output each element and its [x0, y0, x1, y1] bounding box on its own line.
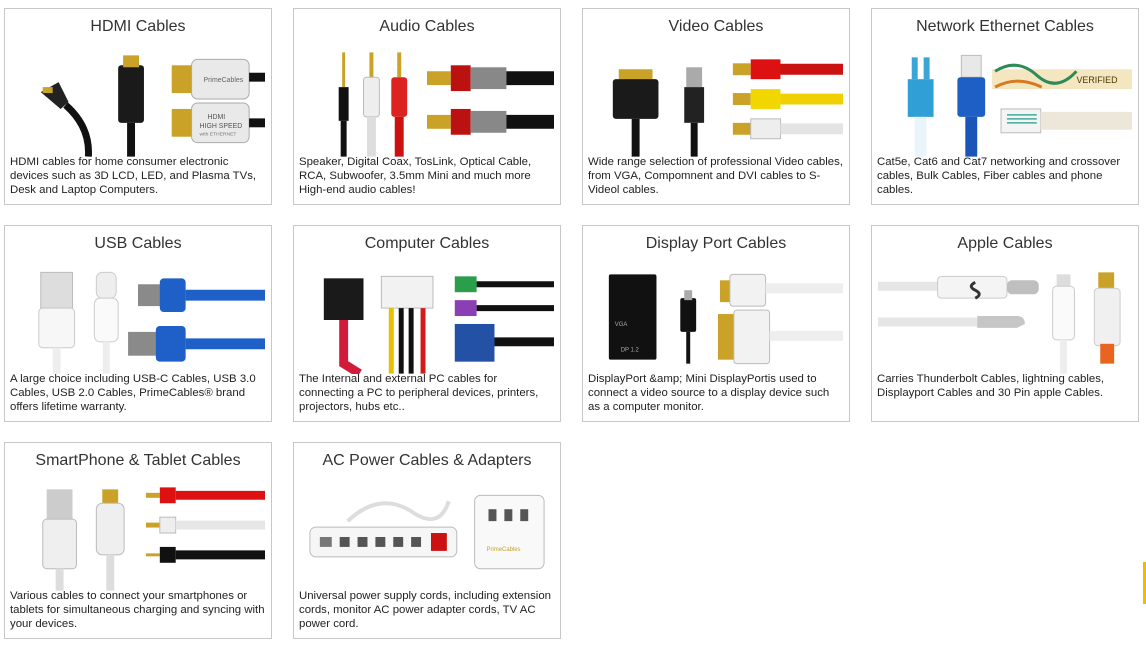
usb-cables-image[interactable]	[11, 264, 265, 374]
hdmi-cables-image[interactable]: PrimeCables HDMI HIGH SPEED with ETHERNE…	[11, 47, 265, 157]
category-description: Universal power supply cords, including …	[299, 590, 551, 630]
category-card-hdmi[interactable]: HDMI Cables PrimeCables HDMI HIGH SPEED …	[4, 8, 272, 205]
ac-power-image[interactable]: PrimeCables	[300, 481, 554, 591]
category-description: HDMI cables for home consumer electronic…	[10, 156, 257, 196]
video-cables-image[interactable]	[589, 47, 843, 157]
category-title[interactable]: Video Cables	[668, 18, 764, 35]
category-card-apple[interactable]: Apple Cables Carries Thunderbolt Cables,…	[871, 225, 1139, 422]
apple-cables-image[interactable]	[878, 264, 1132, 374]
category-title[interactable]: SmartPhone & Tablet Cables	[35, 452, 241, 469]
category-description: Various cables to connect your smartphon…	[10, 590, 265, 630]
category-title[interactable]: HDMI Cables	[90, 18, 186, 35]
network-cables-image[interactable]: VERIFIED	[878, 47, 1132, 157]
category-title[interactable]: AC Power Cables & Adapters	[322, 452, 532, 469]
category-description: Speaker, Digital Coax, TosLink, Optical …	[299, 156, 532, 196]
side-scroll-tab[interactable]	[1143, 562, 1146, 604]
category-card-computer[interactable]: Computer Cables The Internal and externa…	[293, 225, 561, 422]
category-description: Cat5e, Cat6 and Cat7 networking and cros…	[877, 156, 1121, 196]
category-card-video[interactable]: Video Cables Wide range selection of pro…	[582, 8, 850, 205]
computer-cables-image[interactable]	[300, 264, 554, 374]
brand-label: PrimeCables	[203, 77, 243, 84]
svg-text:VERIFIED: VERIFIED	[1076, 75, 1117, 85]
category-title[interactable]: USB Cables	[94, 235, 182, 252]
category-description: A large choice including USB-C Cables, U…	[10, 373, 256, 413]
smartphone-cables-image[interactable]	[11, 481, 265, 591]
svg-text:DP 1.2: DP 1.2	[621, 348, 639, 354]
category-description: The Internal and external PC cables for …	[299, 373, 539, 413]
category-title[interactable]: Computer Cables	[364, 235, 490, 252]
svg-text:HDMI: HDMI	[207, 114, 225, 121]
category-card-smartphone[interactable]: SmartPhone & Tablet Cables Various cable…	[4, 442, 272, 639]
svg-text:VGA: VGA	[615, 322, 628, 328]
category-card-displayport[interactable]: Display Port Cables DP 1.2 VGA DisplayPo…	[582, 225, 850, 422]
category-card-audio[interactable]: Audio Cables Speaker, Digital Coax, TosL…	[293, 8, 561, 205]
svg-text:PrimeCables: PrimeCables	[487, 547, 521, 553]
category-title[interactable]: Audio Cables	[379, 18, 475, 35]
audio-cables-image[interactable]	[300, 47, 554, 157]
category-description: Carries Thunderbolt Cables, lightning ca…	[877, 373, 1105, 399]
svg-text:HIGH SPEED: HIGH SPEED	[200, 123, 243, 130]
category-description: DisplayPort &amp; Mini DisplayPortis use…	[588, 373, 830, 413]
category-card-ac-power[interactable]: AC Power Cables & Adapters PrimeCables U…	[293, 442, 561, 639]
category-title[interactable]: Network Ethernet Cables	[916, 18, 1094, 35]
svg-text:with ETHERNET: with ETHERNET	[200, 132, 237, 138]
category-description: Wide range selection of professional Vid…	[588, 156, 843, 196]
displayport-cables-image[interactable]: DP 1.2 VGA	[589, 264, 843, 374]
category-card-network[interactable]: Network Ethernet Cables VERIFIED Cat5e, …	[871, 8, 1139, 205]
category-card-usb[interactable]: USB Cables A large choice including USB-…	[4, 225, 272, 422]
category-title[interactable]: Display Port Cables	[645, 235, 787, 252]
category-title[interactable]: Apple Cables	[957, 235, 1053, 252]
